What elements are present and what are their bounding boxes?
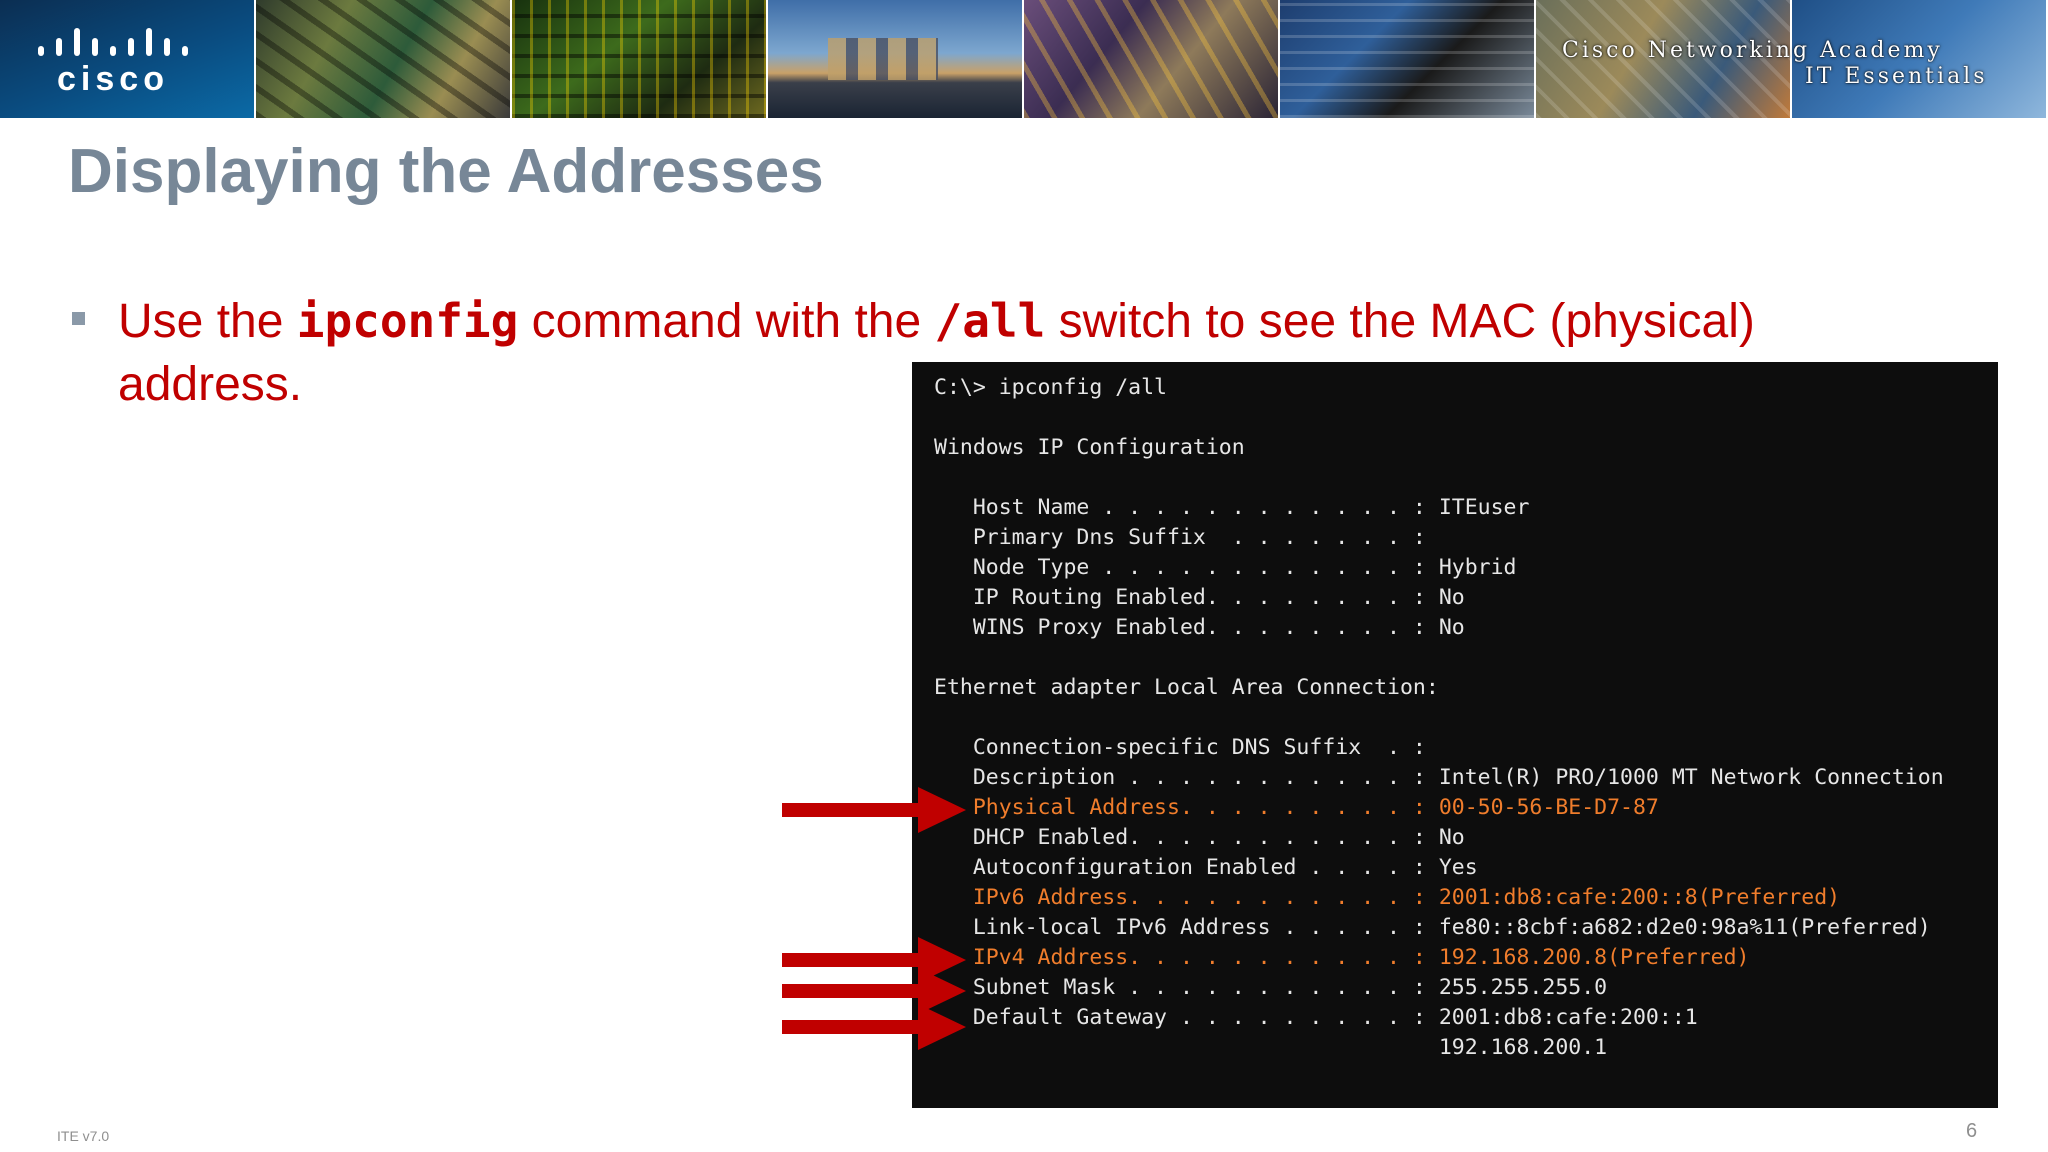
console-line: Windows IP Configuration xyxy=(934,435,1245,460)
console-line: C:\> ipconfig /all xyxy=(934,375,1167,400)
console-line: IP Routing Enabled. . . . . . . . : No xyxy=(934,585,1465,610)
console-line: Autoconfiguration Enabled . . . . : Yes xyxy=(934,855,1478,880)
footer-version: ITE v7.0 xyxy=(57,1128,110,1144)
red-arrow-subnet-mask xyxy=(782,968,966,1014)
ipconfig-command: ipconfig xyxy=(296,294,519,348)
bullet-text: Use the ipconfig command with the /all s… xyxy=(118,290,1918,416)
console-line: Link-local IPv6 Address . . . . . : fe80… xyxy=(934,915,1931,940)
console-line: Description . . . . . . . . . . . : Inte… xyxy=(934,765,1944,790)
bullet-text-part: switch to see the MAC (physical) address… xyxy=(118,295,1755,411)
course-name: IT Essentials xyxy=(1805,64,1988,89)
console-line-ipv6-address: IPv6 Address. . . . . . . . . . . : 2001… xyxy=(934,885,1841,910)
command-prompt-output: C:\> ipconfig /all Windows IP Configurat… xyxy=(912,362,1998,1108)
banner-photo-motherboard xyxy=(1024,0,1278,118)
banner-photo-components xyxy=(1536,0,1790,118)
banner-photo-cpu-socket xyxy=(1280,0,1534,118)
console-line: Subnet Mask . . . . . . . . . . . : 255.… xyxy=(934,975,1608,1000)
console-line: WINS Proxy Enabled. . . . . . . . : No xyxy=(934,615,1465,640)
console-line: DHCP Enabled. . . . . . . . . . . : No xyxy=(934,825,1465,850)
console-line-ipv4-address: IPv4 Address. . . . . . . . . . . : 192.… xyxy=(934,945,1750,970)
console-line: 192.168.200.1 xyxy=(934,1035,1608,1060)
red-arrow-default-gateway xyxy=(782,1004,966,1050)
console-line: Default Gateway . . . . . . . . . : 2001… xyxy=(934,1005,1698,1030)
bullet-marker xyxy=(72,312,85,325)
bullet-text-part: command with the xyxy=(518,295,935,348)
all-switch: /all xyxy=(934,294,1046,348)
header-banner: cisco Cisco Networking Academy IT Essent… xyxy=(0,0,2048,118)
console-line: Node Type . . . . . . . . . . . . : Hybr… xyxy=(934,555,1517,580)
console-line: Host Name . . . . . . . . . . . . : ITEu… xyxy=(934,495,1530,520)
cisco-logo: cisco xyxy=(38,28,188,98)
console-line: Connection-specific DNS Suffix . : xyxy=(934,735,1426,760)
banner-photo-circuit-board xyxy=(512,0,766,118)
page-number: 6 xyxy=(1966,1120,1978,1142)
console-line: Ethernet adapter Local Area Connection: xyxy=(934,675,1439,700)
console-line-physical-address: Physical Address. . . . . . . . . : 00-5… xyxy=(934,795,1659,820)
bullet-text-part: Use the xyxy=(118,295,297,348)
cisco-logo-tile: cisco xyxy=(0,0,254,118)
banner-photo-blue-board xyxy=(1792,0,2046,118)
red-arrow-ipv4-address xyxy=(782,937,966,983)
academy-name: Cisco Networking Academy xyxy=(1562,38,1943,63)
banner-photo-city-skyline xyxy=(768,0,1022,118)
cisco-logo-text: cisco xyxy=(57,60,169,98)
banner-photo-chips xyxy=(256,0,510,118)
page-title: Displaying the Addresses xyxy=(68,137,824,206)
red-arrow-physical-address xyxy=(782,787,966,833)
console-line: Primary Dns Suffix . . . . . . . : xyxy=(934,525,1426,550)
